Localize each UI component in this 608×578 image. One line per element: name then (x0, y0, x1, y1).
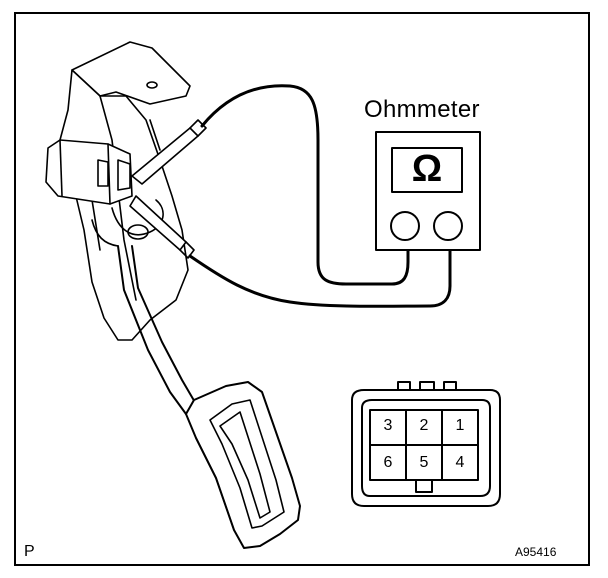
test-leads (188, 84, 452, 308)
corner-label: P (24, 543, 35, 560)
ohmmeter (375, 131, 481, 251)
pin-label: 3 (383, 417, 393, 434)
ohm-symbol: Ω (411, 148, 443, 190)
ohmmeter-label: Ohmmeter (364, 96, 480, 123)
pin-label: 2 (419, 417, 429, 434)
connector-face (351, 381, 501, 507)
figure-code: A95416 (515, 545, 557, 559)
meter-jack-right (433, 211, 463, 241)
pin-label: 4 (455, 454, 465, 471)
pedal-assembly (45, 41, 301, 549)
meter-jack-left (390, 211, 420, 241)
pin-label: 5 (419, 454, 429, 471)
pin-label: 1 (455, 417, 465, 434)
pin-label: 6 (383, 454, 393, 471)
